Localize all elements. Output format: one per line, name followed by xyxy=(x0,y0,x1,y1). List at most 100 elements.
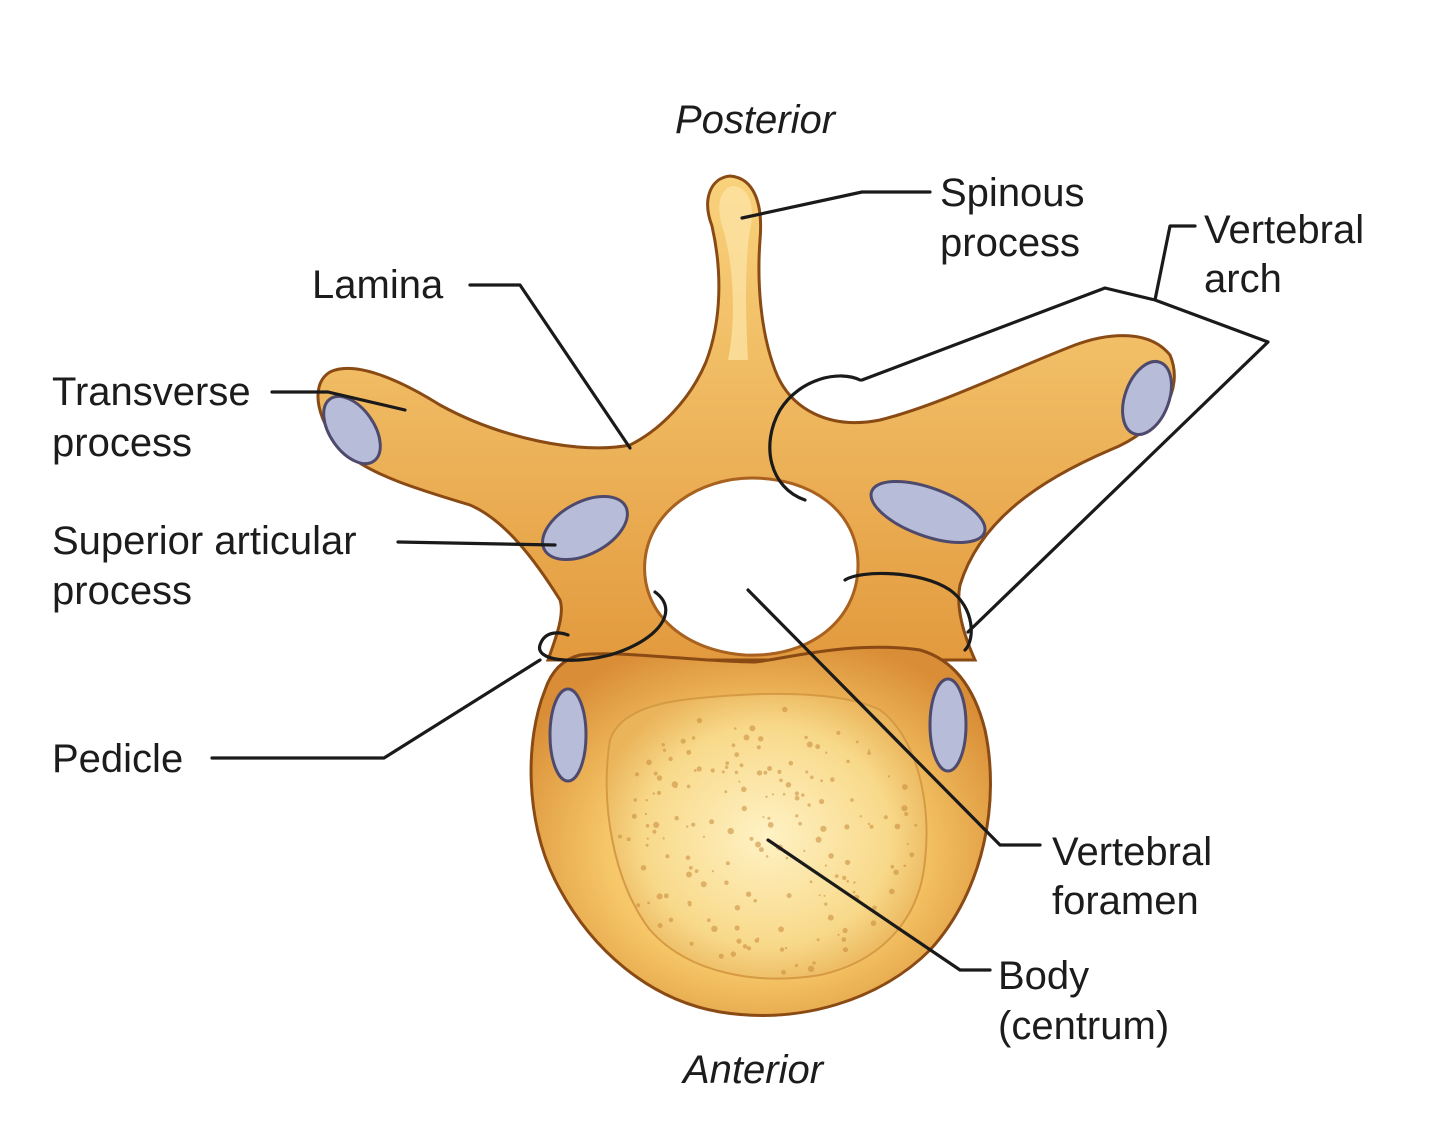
speckle-dot xyxy=(657,923,663,928)
leader-spinous xyxy=(740,190,932,220)
speckle-dot xyxy=(653,771,658,776)
speckle-dot xyxy=(724,790,728,794)
speckle-dot xyxy=(869,824,874,829)
speckle-dot xyxy=(725,761,730,765)
speckle-dot xyxy=(653,821,660,829)
speckle-dot xyxy=(758,736,764,742)
speckle-dot xyxy=(820,825,827,832)
speckle-dot xyxy=(724,880,729,885)
speckle-dot xyxy=(815,744,821,750)
speckle-dot xyxy=(756,745,761,750)
speckle-dot xyxy=(688,865,693,870)
speckle-dot xyxy=(687,900,692,905)
speckle-dot xyxy=(834,874,839,878)
speckle-dot xyxy=(818,894,821,897)
leader-vertebral-foramen xyxy=(746,588,1042,847)
speckle-dot xyxy=(662,837,665,840)
label-superior-articular-process: Superior articular process xyxy=(52,519,368,613)
speckle-dot xyxy=(779,947,785,952)
speckle-dot xyxy=(785,782,792,788)
speckle-dot xyxy=(786,893,792,899)
arch-marker-ring-top xyxy=(768,374,862,502)
speckle-dot xyxy=(812,961,816,965)
speckle-dot xyxy=(828,853,834,859)
speckle-dot xyxy=(647,901,650,905)
speckle-dot xyxy=(855,740,859,744)
centrum-cancellous-area xyxy=(605,692,928,980)
leader-transverse xyxy=(270,390,407,412)
speckle-dot xyxy=(805,770,809,774)
speckle-dot xyxy=(631,813,637,819)
speckle-dot xyxy=(778,926,784,933)
left-costal-facet xyxy=(548,687,588,783)
speckle-dot xyxy=(785,856,789,860)
speckle-dot xyxy=(823,894,826,897)
speckle-dot xyxy=(784,946,788,950)
speckle-dot xyxy=(850,798,854,802)
speckle-dot xyxy=(709,819,715,825)
speckle-dot xyxy=(693,769,697,772)
speckle-dot xyxy=(756,937,760,940)
speckle-dot xyxy=(727,827,734,835)
speckle-dot xyxy=(846,880,849,883)
speckle-dot xyxy=(742,944,748,949)
speckle-dot xyxy=(696,717,703,724)
label-body-centrum: Body (centrum) xyxy=(998,954,1169,1048)
speckle-dot xyxy=(794,791,800,796)
speckle-dot xyxy=(888,888,895,895)
speckle-dot xyxy=(842,875,847,881)
speckle-dot xyxy=(633,798,638,802)
speckle-dot xyxy=(825,751,828,754)
speckle-dot xyxy=(762,816,765,818)
speckle-dot xyxy=(767,822,774,828)
speckle-dot xyxy=(846,759,850,764)
speckle-dot xyxy=(668,917,674,923)
speckle-dot xyxy=(734,727,737,730)
speckle-dot xyxy=(803,849,806,853)
speckle-dot xyxy=(730,951,736,957)
speckle-dot xyxy=(758,847,764,853)
speckle-dot xyxy=(700,881,707,888)
speckle-dot xyxy=(901,805,908,812)
speckle-dot xyxy=(767,816,771,820)
speckle-dot xyxy=(671,781,678,788)
speckle-dot xyxy=(689,941,694,946)
speckle-dot xyxy=(824,864,828,867)
speckle-dot xyxy=(746,946,752,951)
leader-lamina xyxy=(468,283,632,450)
speckle-dot xyxy=(741,805,747,812)
cancellous-speckles xyxy=(618,706,918,975)
speckle-dot xyxy=(674,816,679,821)
speckle-dot xyxy=(893,869,899,875)
label-transverse-process: Transverse process xyxy=(52,370,262,465)
speckle-dot xyxy=(656,775,663,781)
speckle-dot xyxy=(736,938,742,944)
speckle-dot xyxy=(646,759,652,766)
speckle-dot xyxy=(644,812,648,816)
speckle-dot xyxy=(887,775,891,778)
speckle-dot xyxy=(867,822,871,826)
speckle-dot xyxy=(652,792,655,795)
speckle-dot xyxy=(721,770,725,774)
speckle-dot xyxy=(867,751,871,755)
speckle-dot xyxy=(853,881,856,884)
speckle-dot xyxy=(734,752,740,758)
speckle-dot xyxy=(824,902,828,906)
speckle-dot xyxy=(868,749,871,752)
speckle-dot xyxy=(804,735,808,740)
speckle-dot xyxy=(734,925,740,931)
speckle-dot xyxy=(781,969,786,975)
speckle-dot xyxy=(696,766,702,772)
speckle-dot xyxy=(798,821,802,826)
speckle-dot xyxy=(656,893,663,900)
right-costal-facet xyxy=(928,677,968,773)
label-spinous-process: Spinous process xyxy=(940,171,1096,265)
leader-vertebral-arch xyxy=(860,224,1270,634)
pedicle-marker-ring xyxy=(538,590,668,662)
label-vertebral-foramen: Vertebral foramen xyxy=(1052,830,1223,923)
speckle-dot xyxy=(743,734,750,741)
speckle-dot xyxy=(842,927,848,934)
speckle-dot xyxy=(618,834,622,839)
